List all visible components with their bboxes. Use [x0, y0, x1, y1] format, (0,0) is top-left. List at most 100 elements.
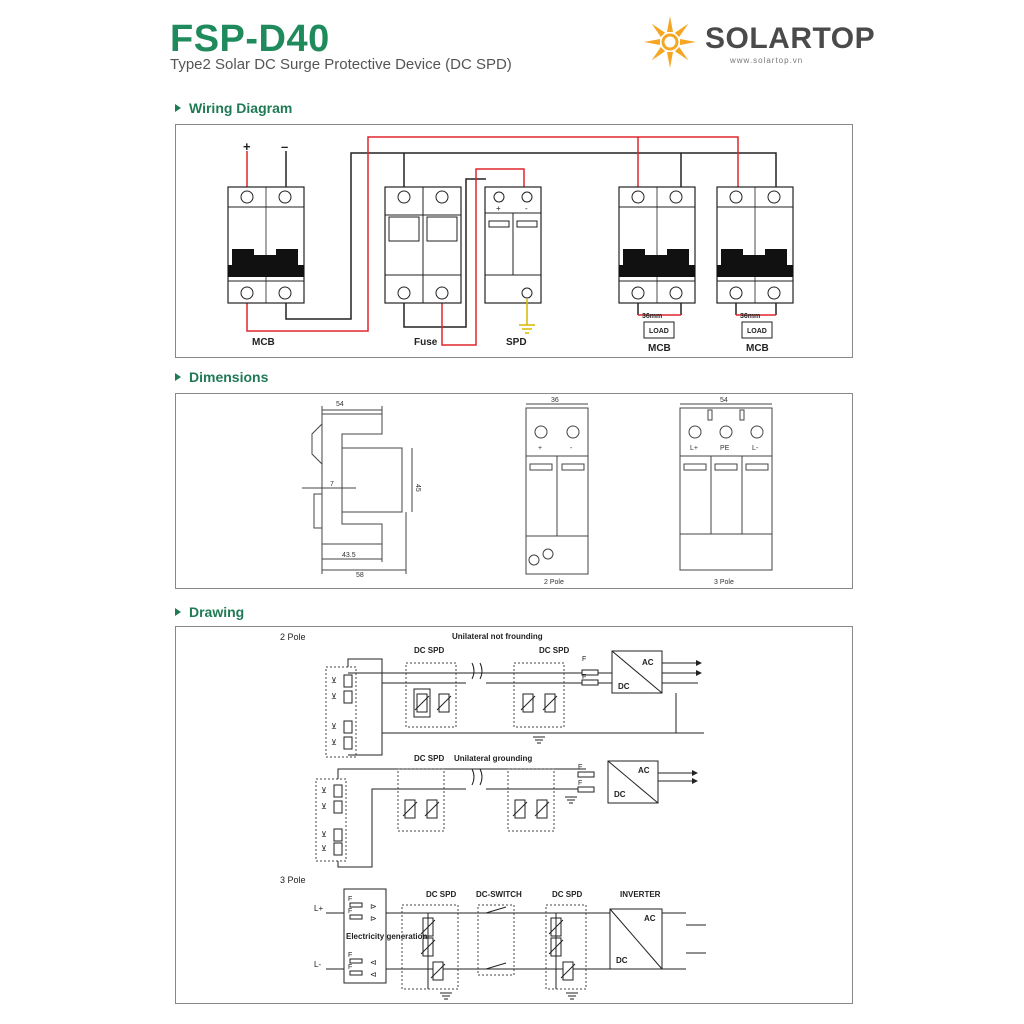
- fuse-f8: F: [348, 964, 352, 971]
- fuse-f4: F: [578, 780, 582, 787]
- section-drawing-label: Drawing: [189, 604, 245, 620]
- fuse-f1: F: [582, 656, 586, 663]
- dc-label-3: DC: [616, 956, 628, 965]
- triangle-icon: [175, 608, 181, 616]
- product-subtitle: Type2 Solar DC Surge Protective Device (…: [170, 56, 512, 73]
- load-box-2: [741, 321, 773, 339]
- svg-text:⊻: ⊻: [321, 802, 327, 811]
- three-pole-lminus: L-: [752, 445, 759, 452]
- dc-switch-label: DC-SWITCH: [476, 890, 522, 899]
- dc-label-2: DC: [614, 790, 626, 799]
- unilateral-not-grounding: Unilateral not frounding: [452, 632, 543, 641]
- dcspd-4: DC SPD: [426, 890, 456, 899]
- two-pole-minus: -: [570, 445, 573, 452]
- svg-text:⊳: ⊳: [370, 914, 377, 923]
- section-dimensions-label: Dimensions: [189, 369, 269, 385]
- load-box: [643, 321, 675, 339]
- brand-url: www.solartop.vn: [730, 56, 804, 65]
- row2-schematic: ⊻ ⊻ ⊻ ⊻: [315, 760, 698, 868]
- dim-36: 36: [551, 397, 559, 404]
- ac-label-1: AC: [642, 658, 654, 667]
- section-dimensions-heading: Dimensions: [175, 369, 268, 385]
- section-wiring-heading: Wiring Diagram: [175, 100, 292, 116]
- fuse-f7: F: [348, 952, 352, 959]
- svg-text:⊻: ⊻: [321, 786, 327, 795]
- dim-36mm-label-2: 36mm: [740, 313, 760, 320]
- brand-name: SOLARTOP: [705, 22, 876, 55]
- inverter-label: INVERTER: [620, 890, 661, 899]
- two-pole-plus: +: [538, 445, 542, 452]
- load-label-2: LOAD: [747, 328, 767, 335]
- dim-54-right: 54: [720, 397, 728, 404]
- dcspd-5: DC SPD: [552, 890, 582, 899]
- dc-label-1: DC: [618, 682, 630, 691]
- dim-43-5: 43.5: [342, 552, 356, 559]
- ac-label-3: AC: [644, 914, 656, 923]
- wiring-diagram: + – MCB Fuse + - SPD 36mm LOAD: [227, 136, 794, 354]
- svg-text:⊲: ⊲: [370, 958, 377, 967]
- svg-text:⊻: ⊻: [331, 722, 337, 731]
- dcspd-3: DC SPD: [414, 754, 444, 763]
- lplus-label: L+: [314, 904, 323, 913]
- wire-minus-label: –: [281, 139, 288, 154]
- fuse-f3: F: [578, 764, 582, 771]
- drawing-three-pole-label: 3 Pole: [280, 875, 306, 885]
- fuse-f6: F: [348, 908, 352, 915]
- svg-text:⊲: ⊲: [370, 970, 377, 979]
- two-pole-front-drawing: [525, 403, 589, 575]
- mcb3-label: MCB: [746, 343, 769, 354]
- spd-device: [484, 186, 542, 334]
- row1-schematic: ⊻ ⊻ ⊻ ⊻: [325, 650, 704, 758]
- electricity-generation-label: Electricity generation: [346, 932, 427, 941]
- product-title: FSP-D40: [170, 18, 330, 60]
- triangle-icon: [175, 104, 181, 112]
- dim-45: 45: [414, 484, 421, 492]
- section-wiring-label: Wiring Diagram: [189, 100, 293, 116]
- lminus-label: L-: [314, 960, 321, 969]
- three-pole-lplus: L+: [690, 445, 698, 452]
- svg-text:⊻: ⊻: [331, 692, 337, 701]
- spd-minus-label: -: [525, 204, 528, 213]
- triangle-icon: [175, 373, 181, 381]
- drawing-two-pole-label: 2 Pole: [280, 632, 306, 642]
- svg-text:⊳: ⊳: [370, 902, 377, 911]
- dimensions-panel: 54 45 7 43.5 58 36 + - 2 Pole 54 L+: [175, 393, 853, 589]
- side-view-drawing: [302, 406, 413, 574]
- fuse-f2: F: [582, 674, 586, 681]
- svg-text:⊻: ⊻: [321, 844, 327, 853]
- mcb2-label: MCB: [648, 343, 671, 354]
- dim-7: 7: [330, 481, 334, 488]
- load-label: LOAD: [649, 328, 669, 335]
- dim-36mm-label: 36mm: [642, 313, 662, 320]
- spd-label: SPD: [506, 337, 527, 348]
- three-pole-caption: 3 Pole: [714, 579, 734, 586]
- fuse-holder: [384, 186, 462, 304]
- mcb-breaker-3: [716, 186, 794, 304]
- svg-text:⊻: ⊻: [331, 676, 337, 685]
- mcb-label: MCB: [252, 337, 275, 348]
- dimensions-diagram: 54 45 7 43.5 58 36 + - 2 Pole 54 L+: [302, 397, 773, 586]
- dcspd-1: DC SPD: [414, 646, 444, 655]
- sun-logo-icon: [644, 16, 696, 68]
- mcb-breaker-2: [618, 186, 696, 304]
- svg-text:⊻: ⊻: [331, 738, 337, 747]
- fuse-label: Fuse: [414, 337, 438, 348]
- dim-58: 58: [356, 572, 364, 579]
- dim-54-top: 54: [336, 401, 344, 408]
- unilateral-grounding: Unilateral grounding: [454, 754, 532, 763]
- three-pole-front-drawing: [679, 403, 773, 571]
- wire-plus-label: +: [243, 139, 251, 154]
- wiring-panel: + – MCB Fuse + - SPD 36mm LOAD: [175, 124, 853, 358]
- mcb-breaker: [227, 186, 305, 304]
- three-pole-pe: PE: [720, 445, 730, 452]
- ac-label-2: AC: [638, 766, 650, 775]
- schematic-drawing: 2 Pole ⊻ ⊻ ⊻ ⊻ Unilateral not frounding DC …: [280, 632, 706, 1000]
- svg-text:⊻: ⊻: [321, 830, 327, 839]
- spd-plus-label: +: [496, 204, 501, 213]
- fuse-f5: F: [348, 896, 352, 903]
- two-pole-caption: 2 Pole: [544, 579, 564, 586]
- section-drawing-heading: Drawing: [175, 604, 244, 620]
- dcspd-2: DC SPD: [539, 646, 569, 655]
- row3-schematic: ⊳ ⊳ ⊲ ⊲: [326, 888, 706, 1000]
- drawing-panel: 2 Pole ⊻ ⊻ ⊻ ⊻ Unilateral not frounding DC …: [175, 626, 853, 1004]
